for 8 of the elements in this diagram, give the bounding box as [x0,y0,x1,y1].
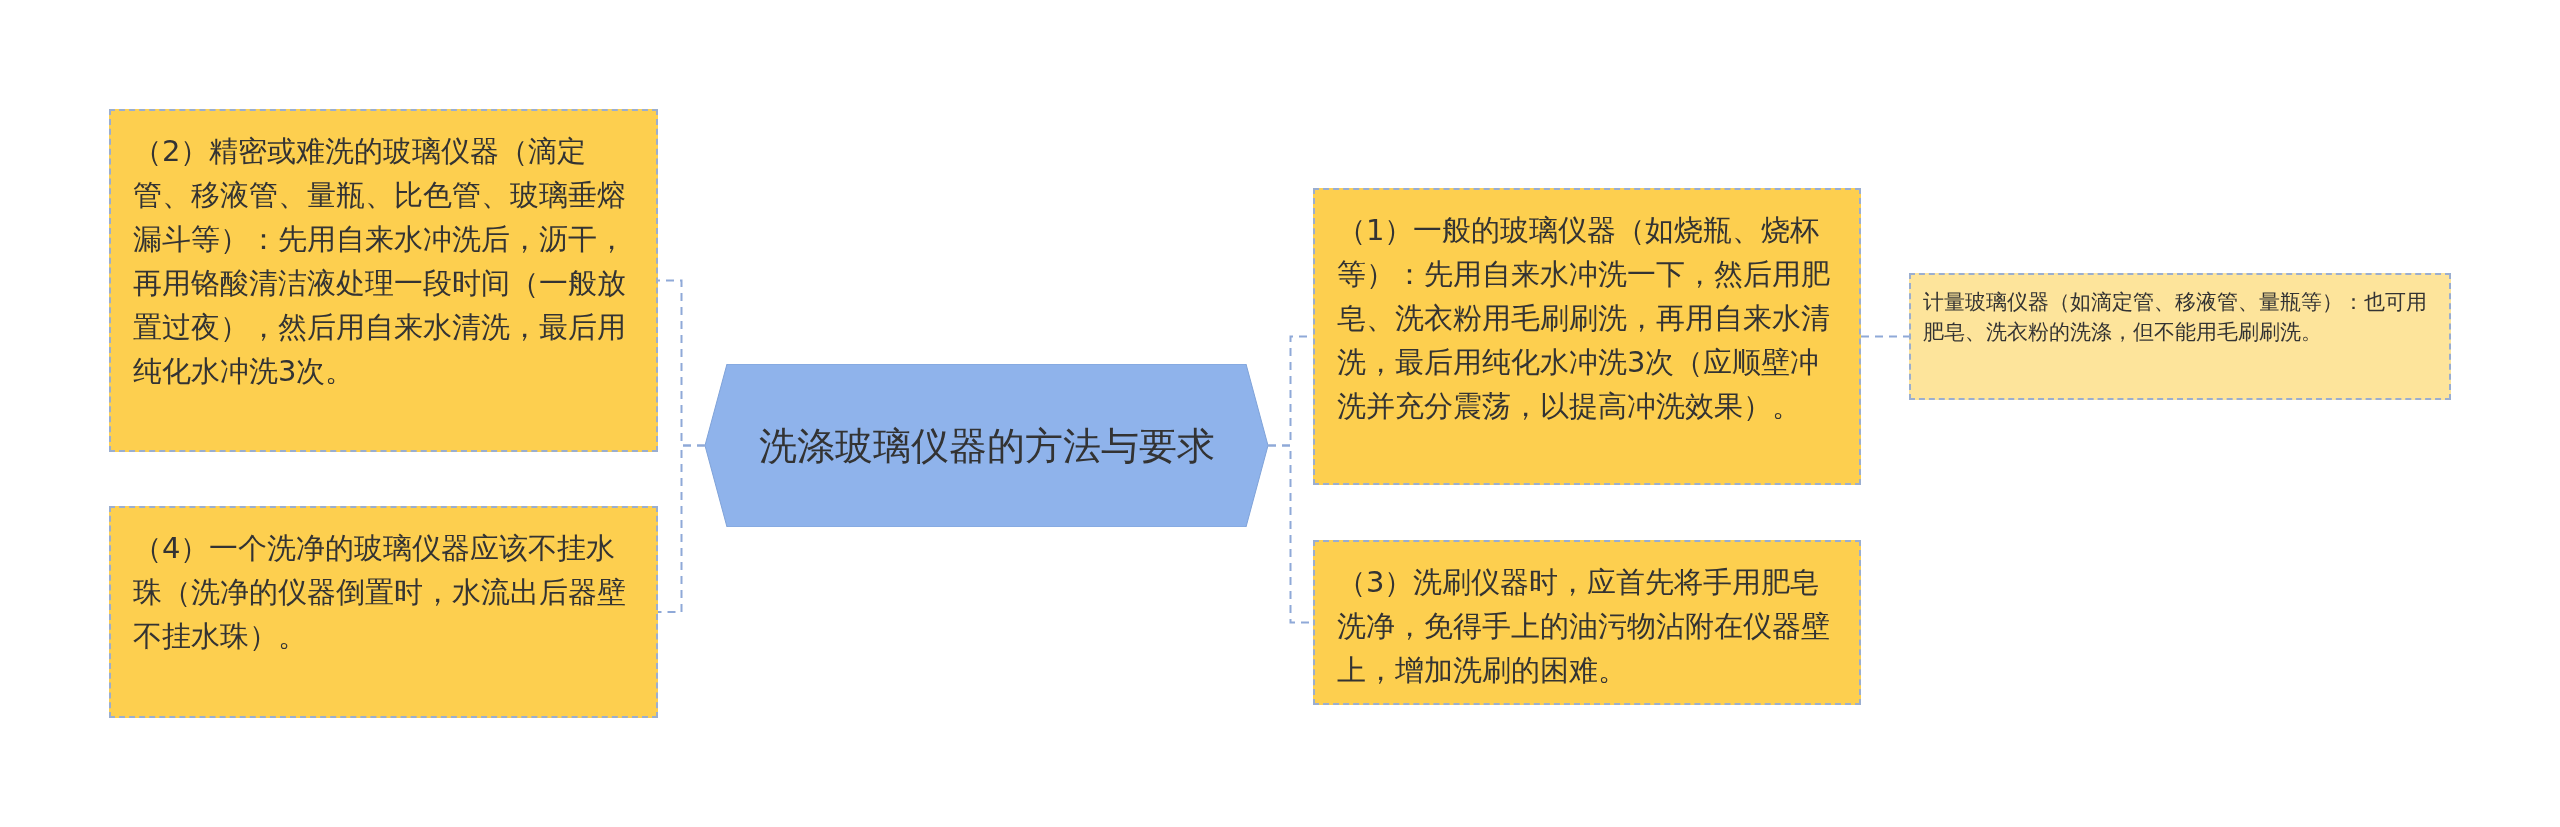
text-box: （1）一般的玻璃仪器（如烧瓶、烧杯等）：先用自来水冲洗一下，然后用肥皂、洗衣粉用毛刷刷洗，再用自来水清洗，最后用纯化水冲洗3次（应顺壁冲洗并充分震荡，以提高冲洗效果）。 [1313,188,1861,485]
text-box: （4）一个洗净的玻璃仪器应该不挂水珠（洗净的仪器倒置时，水流出后器壁不挂水珠）。 [109,506,658,718]
topic-hexagon: 洗涤玻璃仪器的方法与要求 [705,364,1268,527]
note-box: 计量玻璃仪器（如滴定管、移液管、量瓶等）：也可用肥皂、洗衣粉的洗涤，但不能用毛刷刷洗。 [1909,273,2451,400]
connector-line [657,444,706,613]
connector-line [1860,335,1910,338]
text-box: （3）洗刷仪器时，应首先将手用肥皂洗净，免得手上的油污物沾附在仪器壁上，增加洗刷的困难。 [1313,540,1861,705]
text-box: （2）精密或难洗的玻璃仪器（滴定管、移液管、量瓶、比色管、玻璃垂熔漏斗等）：先用自来水冲洗后，沥干，再用铬酸清洁液处理一段时间（一般放置过夜），然后用自来水清洗，最后用纯化水冲洗3次。 [109,109,658,452]
